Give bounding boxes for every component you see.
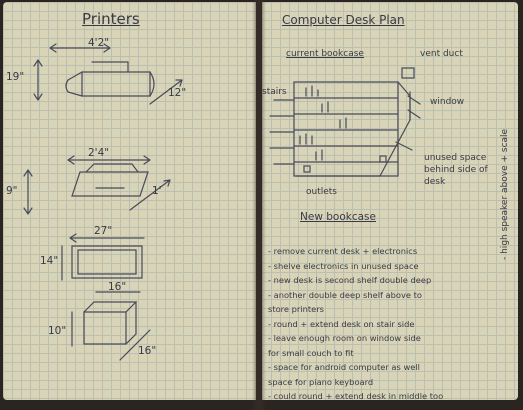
list-item: - leave enough room on window side (268, 333, 421, 343)
dim-width-box: 16" (108, 281, 127, 293)
list-item: - shelve electronics in unused space (268, 260, 419, 271)
printer-sketch-1 (33, 43, 183, 105)
plan-list: - remove current desk + electronics - sh… (268, 244, 488, 404)
list-item: - another double deep shelf above to (268, 289, 422, 300)
dim-depth-mid: 1' (152, 185, 162, 197)
dim-height-left: 19" (6, 71, 25, 83)
dim-depth-box: 16" (138, 345, 157, 357)
bookcase-diagram (269, 67, 421, 177)
list-item: for small couch to fit (268, 347, 354, 358)
list-item: - remove current desk + electronics (268, 246, 418, 256)
dim-width-mid: 2'4" (88, 147, 110, 159)
label-window: window (430, 97, 465, 107)
printer-sketch-2 (23, 155, 171, 215)
label-current-bookcase: current bookcase (286, 49, 364, 59)
list-item: - space for android computer as well (268, 362, 420, 372)
label-new-bookcase: New bookcase (300, 211, 376, 223)
dim-depth-right: 12" (168, 87, 187, 99)
side-note: - high speaker above + scale (500, 128, 510, 260)
notebook-spine (252, 0, 266, 410)
dim-width-top: 4'2" (88, 37, 110, 49)
dim-height-monitor: 14" (40, 255, 59, 267)
dim-width-monitor: 27" (94, 225, 113, 237)
desk-plan-title: Computer Desk Plan (282, 13, 405, 27)
right-page (262, 2, 518, 400)
list-item: - new desk is second shelf double deep (268, 275, 432, 285)
dim-height-mid: 9" (6, 185, 18, 197)
list-item: - round + extend desk on stair side (268, 318, 415, 329)
label-vent-duct: vent duct (420, 49, 463, 59)
label-stairs: stairs (262, 87, 287, 97)
label-outlets: outlets (306, 187, 337, 197)
box-sketch (71, 291, 151, 361)
label-unused-space: unused space behind side of desk (424, 153, 488, 187)
monitor-sketch (61, 233, 145, 281)
dim-height-box: 10" (48, 325, 67, 337)
list-item: store printers (268, 304, 324, 314)
list-item: - could round + extend desk in middle to… (268, 391, 444, 401)
left-page (3, 2, 256, 400)
printers-title: Printers (82, 10, 140, 28)
list-item: space for piano keyboard (268, 376, 374, 387)
